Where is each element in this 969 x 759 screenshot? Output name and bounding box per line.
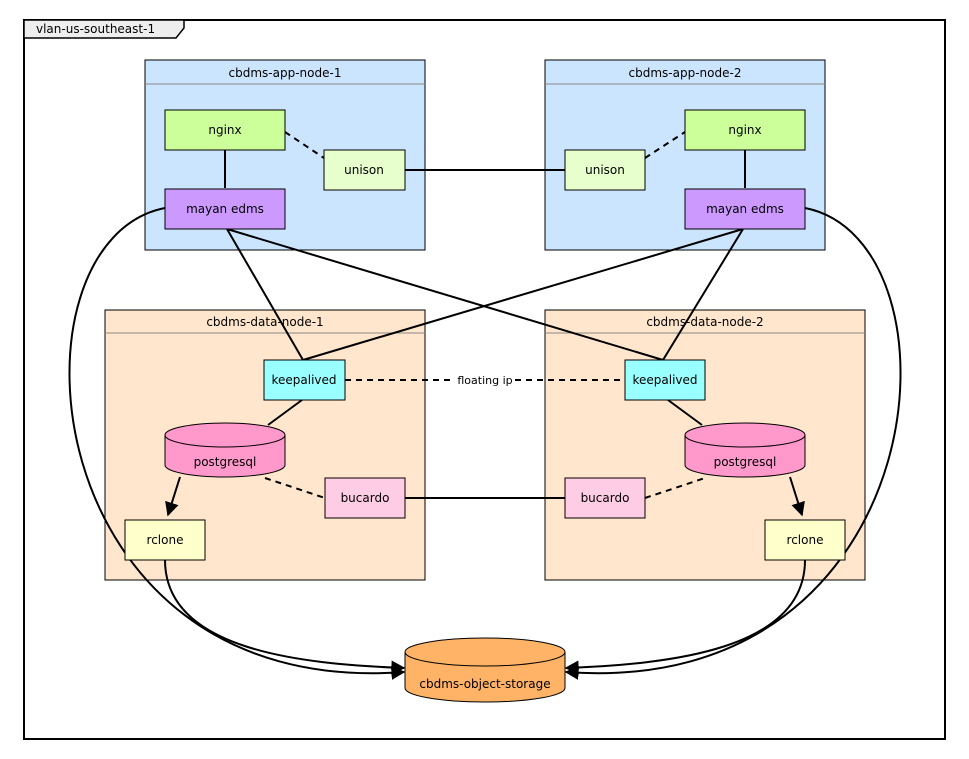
keepalived-2: keepalived [624, 359, 706, 401]
rclone-2-label: rclone [787, 533, 824, 547]
mayan-1-to-keepalived-2-link [226, 228, 664, 361]
unison-1: unison [323, 149, 406, 191]
postgresql-1-label: postgresql [194, 455, 257, 469]
mayan-1-to-keepalived-1-link [226, 228, 304, 361]
keepalived-2-label: keepalived [632, 373, 697, 387]
rclone-2-to-storage-curve [564, 559, 806, 675]
nginx-2: nginx [684, 109, 806, 151]
postgresql-1: postgresql [164, 422, 286, 478]
bucardo-1-label: bucardo [341, 491, 390, 505]
rclone-2-box [764, 519, 846, 561]
keepalived-2-to-postgresql-2-link [667, 399, 703, 426]
vlan-frame-label: vlan-us-southeast-1 [36, 22, 155, 36]
mayan-2-to-storage-curve [564, 207, 902, 680]
rclone-1-box [124, 519, 206, 561]
app-node-1-title: cbdms-app-node-1 [229, 66, 342, 80]
bucardo-2-label: bucardo [581, 491, 630, 505]
mayan-edms-2-box [684, 188, 806, 230]
data-node-1-title: cbdms-data-node-1 [206, 315, 323, 329]
mayan-edms-2: mayan edms [684, 188, 806, 230]
unison-2: unison [564, 149, 646, 191]
bucardo-2: bucardo [564, 477, 646, 519]
keepalived-1-box [263, 359, 346, 401]
mayan-edms-1: mayan edms [164, 188, 286, 230]
nginx-1: nginx [164, 109, 286, 151]
mayan-1-to-storage-curve [68, 207, 406, 680]
mayan-2-to-keepalived-2-link [662, 228, 744, 361]
keepalived-1-to-postgresql-1-link [267, 399, 303, 426]
object-storage-label: cbdms-object-storage [419, 677, 550, 691]
nginx-2-box [684, 109, 806, 151]
postgresql-2-to-rclone-2-arrow [789, 476, 805, 517]
data-node-2-title: cbdms-data-node-2 [646, 315, 763, 329]
postgresql-2-cylinder-top [684, 422, 806, 448]
nginx-1-box [164, 109, 286, 151]
postgresql-1-cylinder-top [164, 422, 286, 448]
postgresql-1-to-rclone-1-arrow [165, 476, 181, 517]
mayan-2-to-keepalived-1-link [302, 228, 744, 361]
keepalived-1: keepalived [263, 359, 346, 401]
postgresql-2-label: postgresql [714, 455, 777, 469]
mayan-edms-1-box [164, 188, 286, 230]
rclone-2: rclone [764, 519, 846, 561]
mayan-edms-2-label: mayan edms [706, 202, 784, 216]
nginx-2-to-unison-2-link [644, 131, 686, 159]
keepalived-1-label: keepalived [271, 373, 336, 387]
rclone-1: rclone [124, 519, 206, 561]
keepalived-2-box [624, 359, 706, 401]
bucardo-1-box [324, 477, 406, 519]
rclone-1-label: rclone [147, 533, 184, 547]
object-storage: cbdms-object-storage [404, 637, 566, 703]
nginx-1-to-unison-1-link [284, 131, 325, 159]
vlan-frame-tab [23, 19, 185, 39]
rclone-1-to-storage-curve [164, 559, 406, 675]
postgresql-2: postgresql [684, 422, 806, 478]
floating-ip-label: floating ip [457, 374, 512, 387]
connectors: floating ip [68, 131, 902, 680]
bucardo-1: bucardo [324, 477, 406, 519]
nginx-2-label: nginx [728, 123, 761, 137]
unison-2-box [564, 149, 646, 191]
unison-2-label: unison [585, 163, 625, 177]
mayan-edms-1-label: mayan edms [186, 202, 264, 216]
app-node-2-title: cbdms-app-node-2 [629, 66, 742, 80]
bucardo-2-box [564, 477, 646, 519]
nginx-1-label: nginx [208, 123, 241, 137]
unison-1-box [323, 149, 406, 191]
object-storage-cylinder-top [404, 637, 566, 667]
unison-1-label: unison [344, 163, 384, 177]
